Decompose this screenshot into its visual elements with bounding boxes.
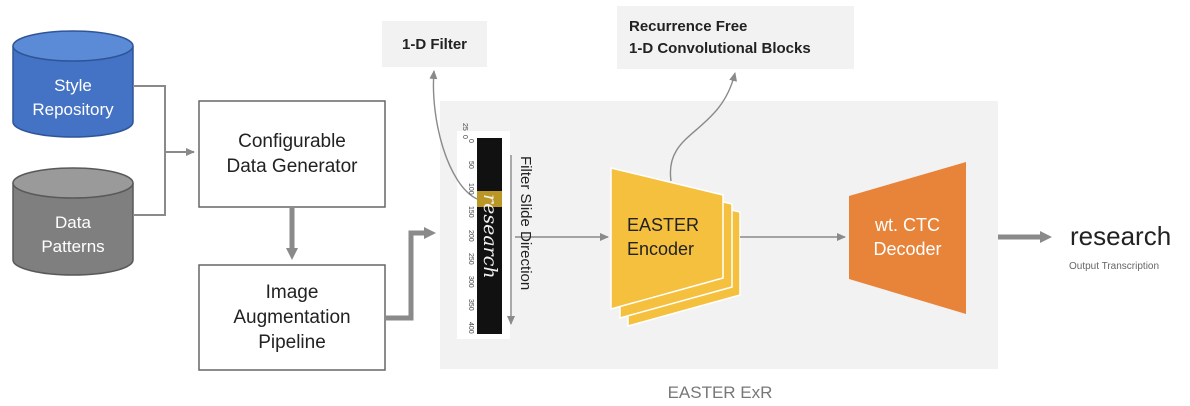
filter-window [477,191,502,207]
data-generator-label: Configurable Data Generator [226,131,358,177]
augmentation-to-image-arrow [386,227,436,321]
axis-top-tick: 25 [461,123,468,131]
encoder-shape [610,167,724,310]
filter-callout-label: 1-D Filter [401,35,467,53]
blocks-pointer-curve [669,72,737,182]
output-caption: Output Transcription [1069,261,1160,272]
image-strip [477,138,502,334]
filter-callout-box [382,21,487,67]
style-repository-label: Style Repository [32,76,114,119]
axis-side-tick: 400 [467,322,474,334]
data-generator-box [198,100,386,208]
axis-side-tick: 50 [467,161,474,169]
output-text: research [1070,221,1172,251]
axis-side-tick: 250 [467,253,474,265]
decoder-label: wt. CTC Decoder [873,215,942,259]
axis-side-tick: 350 [467,299,474,311]
data-patterns-label: Data Patterns [41,213,105,256]
panel-title: EASTER ExR [667,383,773,402]
input-image [457,131,510,339]
handwritten-word: research [479,194,501,279]
blocks-callout-box [617,6,854,69]
style-repository-cylinder [12,30,134,138]
axis-side-tick: 300 [467,276,474,288]
slide-direction-label: Filter Slide Direction [517,156,534,291]
augmentation-box [198,264,386,371]
axis-side-tick: 100 [467,183,474,195]
axis-side-tick: 0 [467,139,474,143]
axis-side-tick: 200 [467,230,474,242]
source-connector [133,85,195,216]
data-patterns-cylinder [12,167,134,276]
augmentation-label: Image Augmentation Pipeline [233,282,351,353]
decoder-shape [849,162,966,314]
axis-side-tick: 150 [467,206,474,218]
encoder-label: EASTER Encoder [627,215,700,259]
filter-pointer-curve [429,70,478,200]
encoder-stack [610,167,741,327]
blocks-callout-label: Recurrence Free 1-D Convolutional Blocks [629,17,811,57]
image-axis-side: 0 50 100 150 200 250 300 350 400 [464,138,474,338]
